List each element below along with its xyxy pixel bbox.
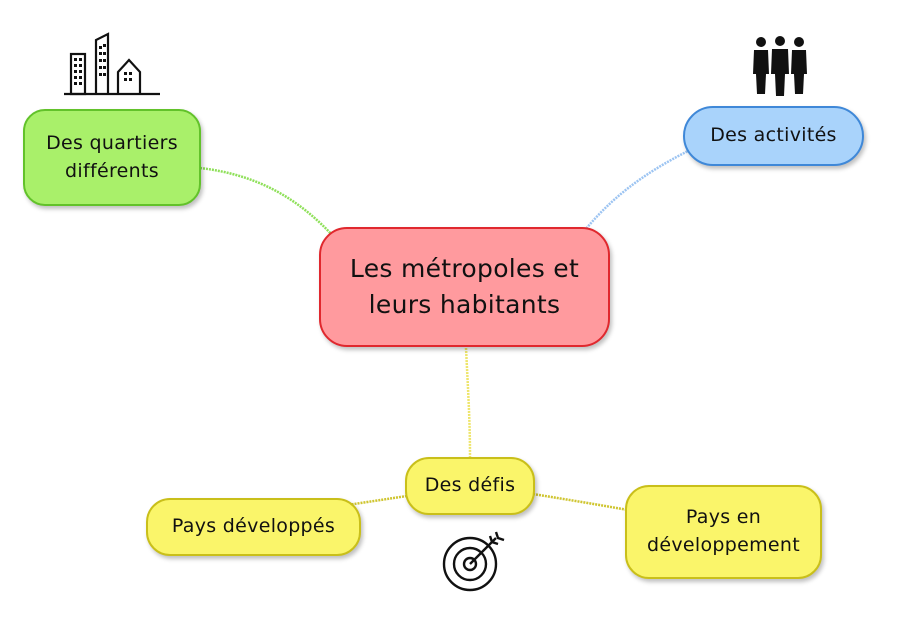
node-label: différents xyxy=(65,159,159,182)
node-des-activites[interactable]: Des activités xyxy=(683,106,864,166)
node-label: Des activités xyxy=(710,124,837,147)
node-label: Des défis xyxy=(424,474,516,497)
people-group-icon xyxy=(753,36,807,96)
node-label: développement xyxy=(647,534,800,556)
node-central-les-metropoles[interactable]: Les métropoles et leurs habitants xyxy=(319,227,610,347)
node-label: Pays en xyxy=(685,506,762,529)
node-label: leurs habitants xyxy=(368,290,561,319)
node-pays-developpes[interactable]: Pays développés xyxy=(146,498,361,556)
node-label: Des quartiers xyxy=(46,131,178,154)
target-arrow-icon xyxy=(442,531,505,592)
city-buildings-icon xyxy=(64,32,160,96)
node-des-defis[interactable]: Des défis xyxy=(405,457,535,515)
node-pays-en-developpement[interactable]: Pays en développement xyxy=(625,485,822,579)
node-des-quartiers-differents[interactable]: Des quartiers différents xyxy=(23,109,201,206)
node-label: Les métropoles et xyxy=(349,253,580,283)
node-label: Pays développés xyxy=(171,515,336,538)
